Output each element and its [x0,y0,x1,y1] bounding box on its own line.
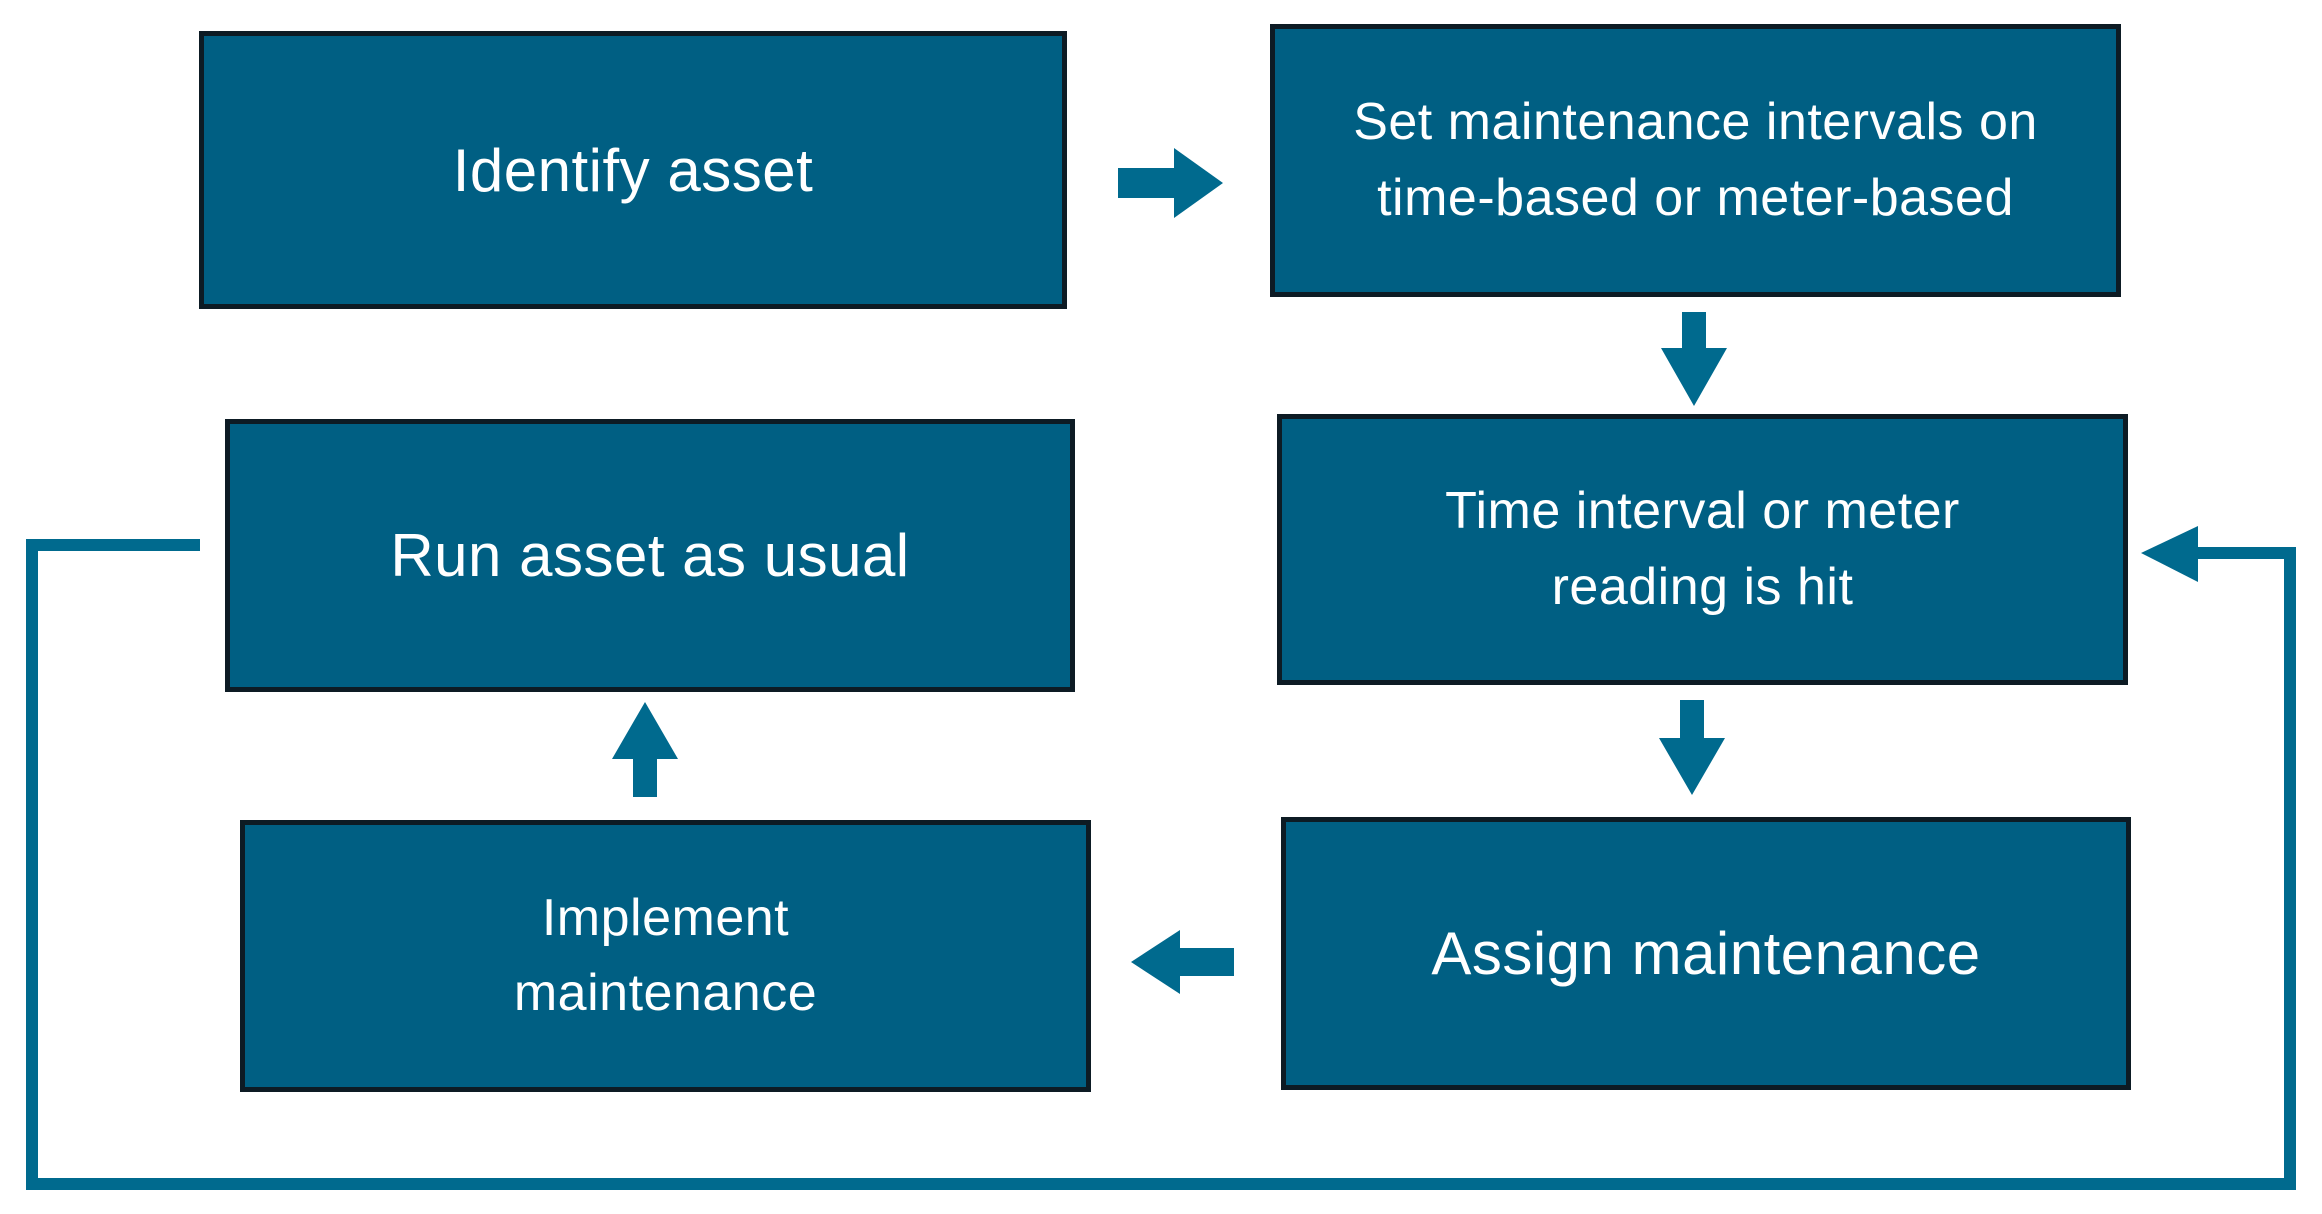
arrow-right-icon [1118,148,1223,218]
arrow-left-icon [1131,930,1234,994]
step-label: Assign maintenance [1431,920,1981,987]
arrow-up-icon [612,702,678,797]
step-label: Implement maintenance [513,888,818,1022]
step-assign-maintenance: Assign maintenance [1281,817,2131,1090]
step-interval-hit: Time interval or meter reading is hit [1277,414,2128,685]
step-label: Set maintenance intervals on time-based … [1353,93,2038,227]
loop-back-connector [26,539,2296,1190]
step-implement-maintenance: Implement maintenance [240,820,1091,1092]
step-set-maintenance-intervals: Set maintenance intervals on time-based … [1270,24,2121,297]
arrow-left-icon [2141,526,2198,582]
step-label: Run asset as usual [390,522,910,589]
step-run-asset: Run asset as usual [225,419,1075,692]
step-identify-asset: Identify asset [199,31,1067,309]
step-label: Time interval or meter reading is hit [1445,482,1960,616]
arrow-down-icon [1659,700,1725,795]
arrow-down-icon [1661,312,1727,406]
step-label: Identify asset [452,136,814,204]
